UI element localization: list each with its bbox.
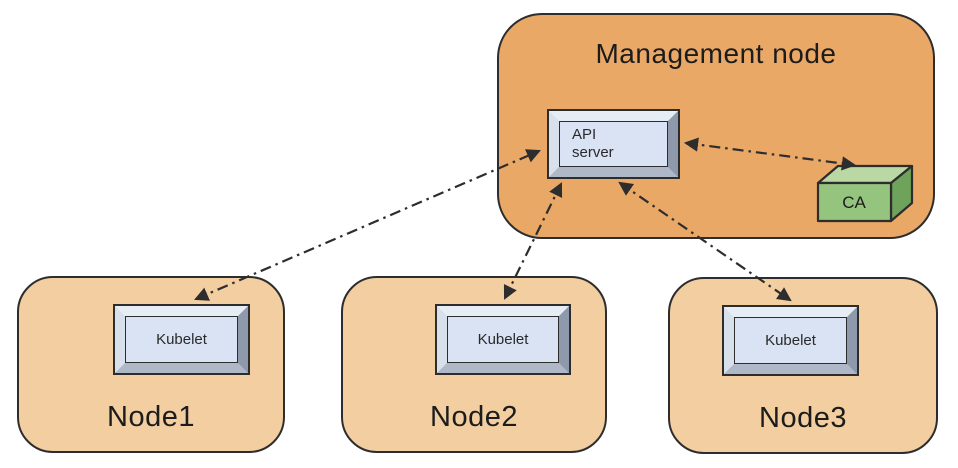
- kubelet-box-node3: Kubelet: [722, 305, 859, 376]
- worker-node-1-group: Kubelet Node1: [17, 276, 285, 453]
- api-server-box-bevel: [549, 111, 678, 177]
- api-server-label: API server: [559, 121, 668, 167]
- ca-box-front-face: [816, 181, 893, 223]
- api-server-label-line1: API: [572, 126, 597, 143]
- api-server-label-line2: server: [572, 144, 614, 161]
- kubelet-box-bevel: [724, 307, 857, 374]
- kubelet-label-node2: Kubelet: [447, 316, 559, 363]
- worker-node-2-group: Kubelet Node2: [341, 276, 607, 453]
- ca-label: CA: [842, 193, 866, 212]
- kubelet-box-node2: Kubelet: [435, 304, 571, 375]
- worker-node-3-label: Node3: [759, 402, 847, 434]
- kubelet-box-bevel: [115, 306, 248, 373]
- worker-node-2-label: Node2: [430, 401, 518, 433]
- kubelet-box-node1: Kubelet: [113, 304, 250, 375]
- kubelet-label-node1: Kubelet: [125, 316, 238, 363]
- worker-node-1-label: Node1: [107, 401, 195, 433]
- management-node-label: Management node: [595, 38, 837, 69]
- api-server-box: API server: [547, 109, 680, 179]
- ca-box: CA: [816, 164, 914, 223]
- management-node-group: Management node API server CA: [497, 13, 935, 239]
- kubelet-label-node3: Kubelet: [734, 317, 847, 364]
- kubelet-box-bevel: [437, 306, 569, 373]
- worker-node-3-group: Kubelet Node3: [668, 277, 938, 454]
